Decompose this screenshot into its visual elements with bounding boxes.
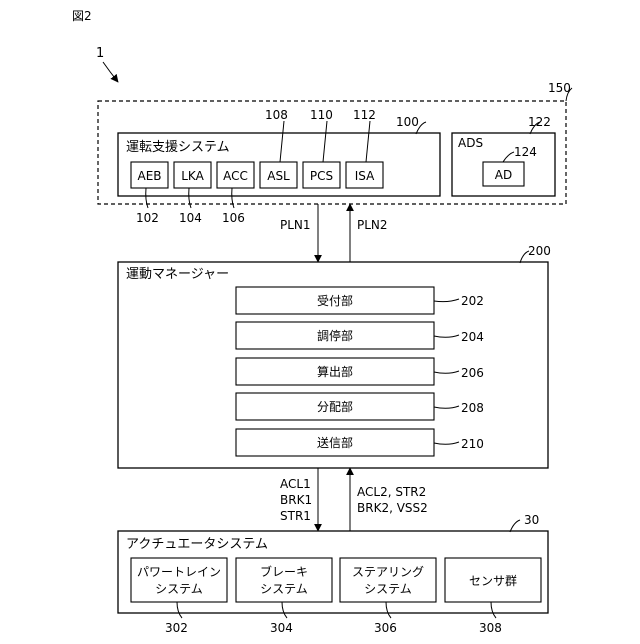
module-aeb-ref: 102: [136, 211, 159, 225]
unit-sensors: センサ群: [445, 558, 541, 602]
svg-text:ブレーキ: ブレーキ: [260, 564, 308, 579]
down-signal-2: BRK1: [280, 493, 312, 507]
unit-transmit: 送信部: [236, 429, 434, 456]
unit-powertrain-ref: 302: [165, 621, 188, 635]
svg-text:ステアリング: ステアリング: [352, 565, 424, 579]
ads-title: ADS: [458, 136, 483, 150]
unit-distribute-ref: 208: [461, 401, 484, 415]
module-acc-ref: 106: [222, 211, 245, 225]
unit-steering: ステアリング システム: [340, 558, 436, 602]
system-ref-arrow: [103, 62, 118, 82]
unit-steering-ref: 306: [374, 621, 397, 635]
figure-label: 図2: [72, 9, 92, 23]
module-pcs-ref: 110: [310, 108, 333, 122]
svg-text:LKA: LKA: [181, 169, 204, 183]
unit-brake: ブレーキ システム: [236, 558, 332, 602]
actuator-ref-leader: [510, 520, 520, 532]
module-pcs: PCS: [303, 162, 340, 188]
svg-text:ASL: ASL: [267, 169, 290, 183]
up-signal-2: BRK2, VSS2: [357, 501, 428, 515]
ads-ref: 122: [528, 115, 551, 129]
unit-arbitrate-ref: 204: [461, 330, 484, 344]
unit-receive-ref: 202: [461, 294, 484, 308]
unit-distribute: 分配部: [236, 393, 434, 420]
ad-label: AD: [495, 168, 512, 182]
outer-ref: 150: [548, 81, 571, 95]
unit-powertrain: パワートレイン システム: [131, 558, 227, 602]
pln2-label: PLN2: [357, 218, 388, 232]
module-isa: ISA: [346, 162, 383, 188]
unit-sensors-ref: 308: [479, 621, 502, 635]
support-ref: 100: [396, 115, 419, 129]
unit-receive: 受付部: [236, 287, 434, 314]
down-signal-1: ACL1: [280, 477, 311, 491]
svg-text:調停部: 調停部: [317, 328, 353, 343]
module-lka: LKA: [174, 162, 211, 188]
svg-text:パワートレイン: パワートレイン: [137, 565, 221, 579]
svg-text:システム: システム: [260, 582, 308, 596]
unit-arbitrate: 調停部: [236, 322, 434, 349]
module-asl-ref: 108: [265, 108, 288, 122]
down-signal-3: STR1: [280, 509, 311, 523]
svg-text:送信部: 送信部: [317, 435, 353, 450]
manager-ref: 200: [528, 244, 551, 258]
svg-text:システム: システム: [155, 582, 203, 596]
motion-manager-title: 運動マネージャー: [126, 267, 229, 282]
unit-calculate-ref: 206: [461, 366, 484, 380]
svg-text:算出部: 算出部: [317, 364, 353, 379]
up-signal-1: ACL2, STR2: [357, 485, 426, 499]
svg-text:受付部: 受付部: [317, 293, 353, 308]
unit-calculate: 算出部: [236, 358, 434, 385]
svg-text:AEB: AEB: [137, 169, 161, 183]
unit-brake-ref: 304: [270, 621, 293, 635]
module-asl: ASL: [260, 162, 297, 188]
module-aeb: AEB: [131, 162, 168, 188]
svg-text:分配部: 分配部: [317, 399, 353, 414]
module-isa-ref: 112: [353, 108, 376, 122]
module-acc: ACC: [217, 162, 254, 188]
module-lka-ref: 104: [179, 211, 202, 225]
svg-text:ISA: ISA: [355, 169, 375, 183]
ad-ref: 124: [514, 145, 537, 159]
svg-text:ACC: ACC: [223, 169, 248, 183]
actuator-ref: 30: [524, 513, 539, 527]
svg-text:センサ群: センサ群: [469, 574, 517, 588]
svg-text:PCS: PCS: [310, 169, 333, 183]
system-ref: 1: [96, 46, 104, 61]
pln1-label: PLN1: [280, 218, 311, 232]
unit-transmit-ref: 210: [461, 437, 484, 451]
svg-text:システム: システム: [364, 582, 412, 596]
support-system-title: 運転支援システム: [126, 140, 230, 155]
actuator-system-title: アクチュエータシステム: [126, 537, 268, 552]
